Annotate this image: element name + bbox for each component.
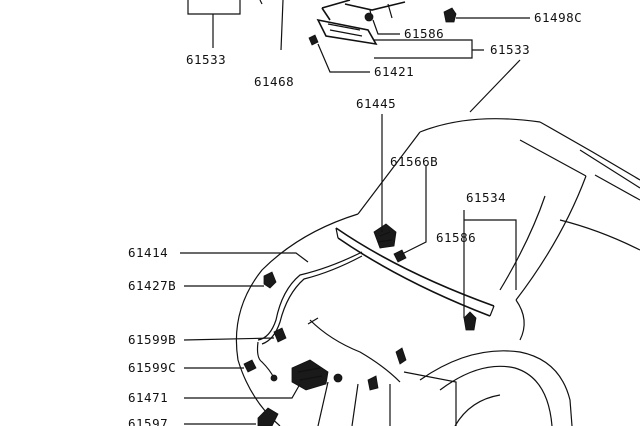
leader-lower-left <box>351 383 359 426</box>
clip-61599b <box>273 327 287 343</box>
clip-mid <box>395 347 407 365</box>
rod-hose <box>309 319 401 383</box>
fender-line <box>515 299 525 341</box>
leader-lines <box>180 14 530 426</box>
bracket-plate <box>316 18 378 46</box>
nozzle-highlight <box>377 231 393 243</box>
clip-61421 <box>308 34 319 46</box>
roof-top <box>469 59 521 113</box>
hose-end <box>270 374 278 382</box>
bracket-plate-slots <box>327 23 363 37</box>
grommet-small <box>333 373 343 383</box>
grommet-61566b <box>393 249 407 263</box>
leader-61533b <box>374 39 484 59</box>
hose-61414 <box>257 251 363 341</box>
a-pillar-left <box>357 131 421 215</box>
clip-61599c <box>243 359 257 373</box>
leader-61414 <box>180 252 309 263</box>
label-61599b: 61599B <box>128 332 176 347</box>
door-line <box>559 219 640 251</box>
window-line <box>594 174 640 201</box>
label-61414: 61414 <box>128 245 168 260</box>
hose-61414-b <box>261 255 363 345</box>
wheel-arch-outer <box>419 350 573 426</box>
top-parts-group <box>187 0 457 51</box>
label-61427b: 61427B <box>128 278 176 293</box>
a-pillar-right <box>515 175 587 301</box>
windshield-right-line <box>519 139 587 177</box>
leader-61468 <box>280 0 284 51</box>
label-61533a: 61533 <box>186 52 226 67</box>
label-61534: 61534 <box>466 190 506 205</box>
wiper-assembly <box>243 223 495 426</box>
rod-tip <box>307 317 319 325</box>
part-61533-outline <box>187 0 241 15</box>
leader-61534 <box>463 210 517 318</box>
roof-right <box>539 121 640 181</box>
cowl-bar-bottom <box>337 237 491 317</box>
label-61445: 61445 <box>356 96 396 111</box>
clip-61586-right <box>463 311 477 331</box>
label-61586b: 61586 <box>436 230 476 245</box>
a-pillar-inner <box>499 195 546 291</box>
leader-61599b <box>183 337 275 341</box>
label-61597: 61597 <box>128 416 168 426</box>
label-61498c: 61498C <box>534 10 582 25</box>
tire-line <box>454 394 501 426</box>
leader-lower-right <box>403 371 457 426</box>
leader-61471 <box>184 383 301 399</box>
clip-61498c <box>443 7 457 23</box>
pump-61471 <box>291 359 329 391</box>
label-61599c: 61599C <box>128 360 176 375</box>
part-mark <box>259 0 263 5</box>
grommet-61586 <box>364 12 374 22</box>
nozzle-61445 <box>373 223 397 249</box>
clip-lower <box>367 375 379 391</box>
wheel-arch-inner <box>439 365 553 426</box>
label-61533b: 61533 <box>490 42 530 57</box>
part-61597 <box>257 407 279 426</box>
cowl-bar-ends <box>335 227 495 317</box>
hood-left-edge <box>235 213 359 426</box>
leader-61566b <box>401 166 427 255</box>
car-body <box>235 59 640 426</box>
clip-61427b <box>263 271 277 289</box>
label-61586a: 61586 <box>404 26 444 41</box>
label-61468: 61468 <box>254 74 294 89</box>
leader-lower-left2 <box>317 381 329 426</box>
cowl-bar-top <box>335 227 495 307</box>
label-61421: 61421 <box>374 64 414 79</box>
label-61471: 61471 <box>128 390 168 405</box>
leader-61421 <box>317 43 370 73</box>
roof-edge <box>419 118 541 133</box>
hose-joint-61599c <box>256 341 275 379</box>
pump-detail <box>297 367 323 381</box>
leader-61586a <box>372 19 400 35</box>
washer-housing <box>321 0 406 21</box>
roof-rail <box>579 149 640 189</box>
label-61566b: 61566B <box>390 154 438 169</box>
part-labels: 61533 61468 61498C 61586 61533 61421 614… <box>128 10 582 426</box>
